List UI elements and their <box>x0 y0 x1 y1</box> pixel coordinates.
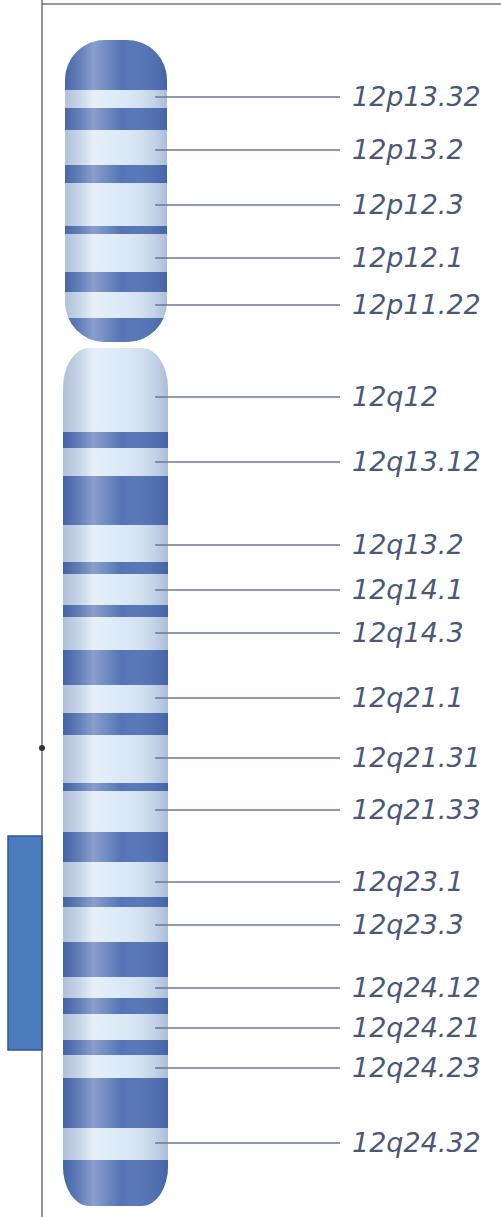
p-arm <box>65 40 167 342</box>
frame-line <box>42 4 501 5</box>
band-label: 12q13.12 <box>352 446 481 478</box>
band-label: 12q21.33 <box>352 794 481 826</box>
band-label: 12q14.1 <box>352 574 464 606</box>
region-bar <box>8 836 42 1050</box>
q-arm <box>63 348 168 1206</box>
dot <box>39 745 45 751</box>
band-label: 12q21.31 <box>352 742 481 774</box>
leader-lines <box>155 97 340 1143</box>
band-label: 12q14.3 <box>352 617 464 649</box>
band-label: 12q23.3 <box>352 909 464 941</box>
band-label: 12p13.32 <box>352 81 481 113</box>
band-label: 12q23.1 <box>352 866 464 898</box>
band-label: 12q24.21 <box>352 1012 481 1044</box>
band-label: 12q24.32 <box>352 1127 481 1159</box>
band-label: 12p13.2 <box>352 134 464 166</box>
band-label: 12p11.22 <box>352 289 481 321</box>
band-label: 12p12.1 <box>352 242 464 274</box>
band-label: 12q13.2 <box>352 529 464 561</box>
band-label: 12p12.3 <box>352 189 464 221</box>
band-label: 12q12 <box>352 381 438 413</box>
band-label: 12q24.12 <box>352 972 481 1004</box>
band-label: 12q24.23 <box>352 1052 481 1084</box>
band-label: 12q21.1 <box>352 682 464 714</box>
